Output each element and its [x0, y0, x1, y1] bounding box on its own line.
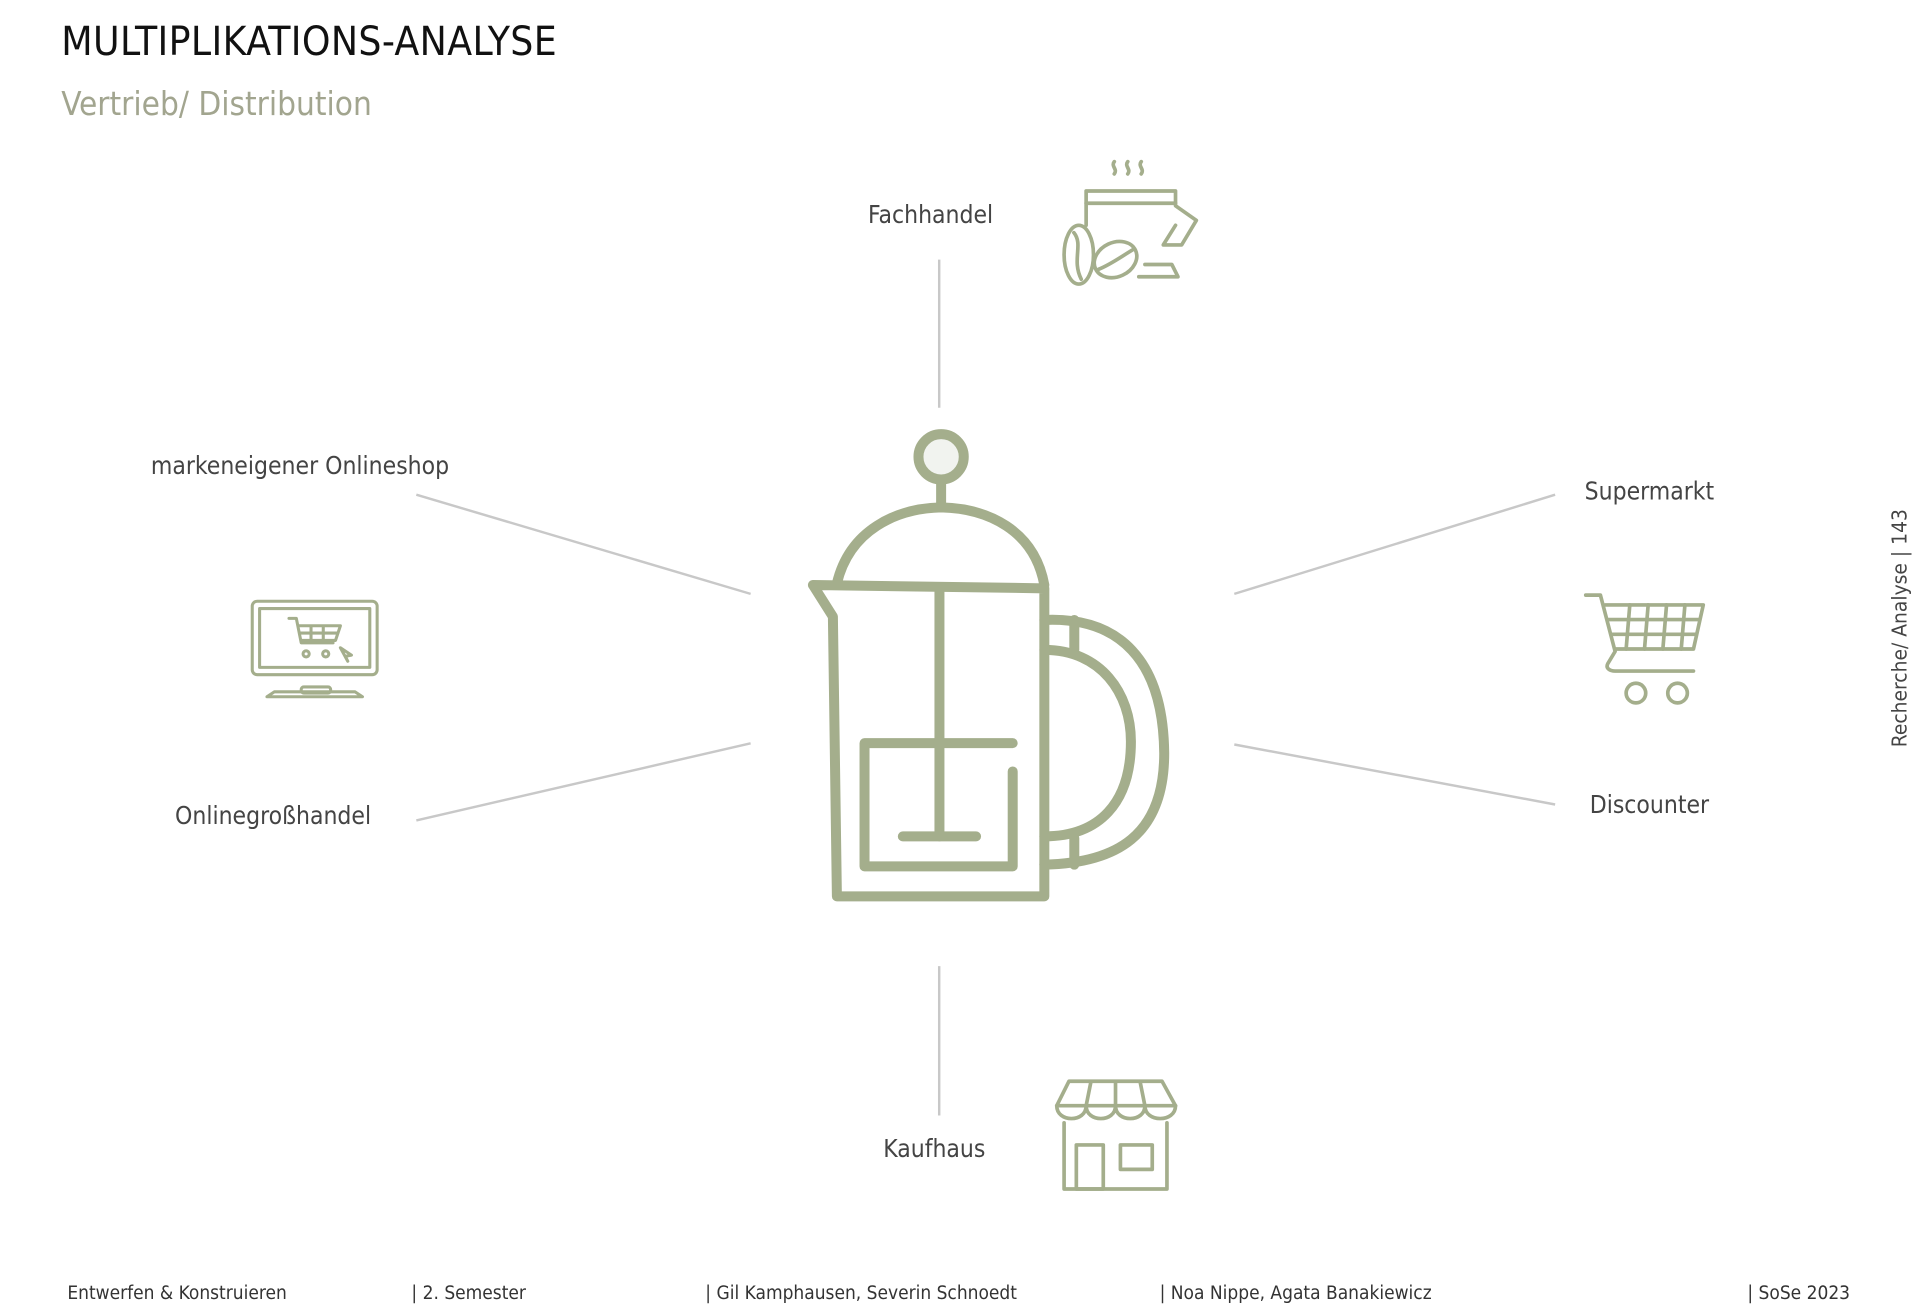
footer-course: Entwerfen & Konstruieren: [67, 1282, 287, 1305]
coffee-beans-cup-icon: [1062, 159, 1199, 286]
line-discounter: [1234, 743, 1556, 806]
label-discounter: Discounter: [1589, 789, 1710, 820]
footer-semester: | 2. Semester: [411, 1282, 526, 1305]
footer-authors-1: | Gil Kamphausen, Severin Schnoedt: [705, 1282, 1017, 1305]
label-onlinegrosshandel: Onlinegroßhandel: [175, 800, 372, 831]
page-subtitle: Vertrieb/ Distribution: [61, 85, 372, 124]
line-onlinegrosshandel: [416, 742, 751, 822]
label-supermarkt: Supermarkt: [1584, 476, 1715, 506]
line-onlineshop: [415, 493, 751, 596]
section-page-label: Recherche/ Analyse | 143: [1888, 509, 1913, 748]
computer-cart-icon: [250, 599, 379, 699]
line-supermarkt: [1233, 493, 1556, 596]
label-fachhandel: Fachhandel: [868, 199, 994, 229]
french-press-icon: [807, 429, 1170, 902]
page-title: MULTIPLIKATIONS-ANALYSE: [61, 17, 558, 65]
store-icon: [1054, 1079, 1178, 1191]
footer-term: | SoSe 2023: [1747, 1282, 1851, 1305]
shopping-cart-icon: [1583, 593, 1706, 705]
label-kaufhaus: Kaufhaus: [883, 1133, 986, 1164]
label-onlineshop: markeneigener Onlineshop: [150, 450, 450, 481]
footer-authors-2: | Noa Nippe, Agata Banakiewicz: [1159, 1282, 1432, 1305]
